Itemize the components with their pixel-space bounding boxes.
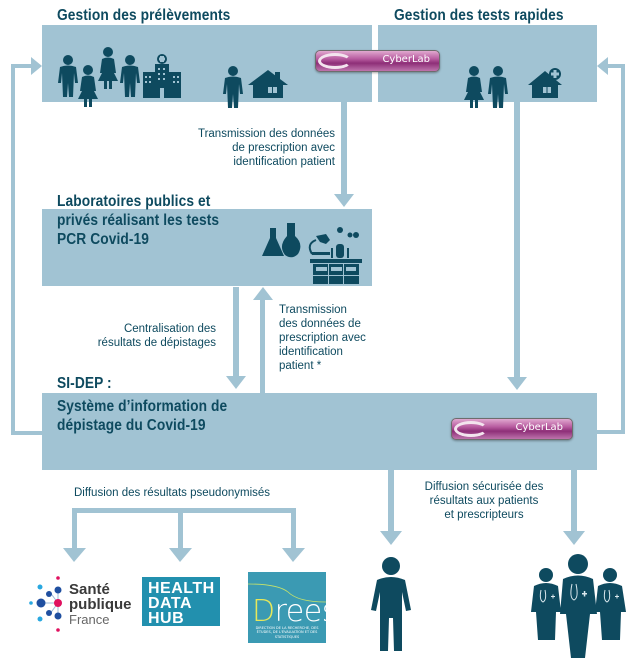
hospital-icon [143,54,181,98]
arrow-tests-rapides-to-sidep [507,102,527,390]
title-laboratoires-line: Laboratoires publics et [57,193,211,210]
cyberlab-label: CyberLab [515,422,563,433]
cyberlab-swoosh-icon [318,53,352,69]
spf-line1: Santé [69,581,110,598]
spf-line2: publique [69,596,132,613]
label-line: identification patient [233,156,335,168]
title-sidep-line: dépistage du Covid-19 [57,417,206,434]
arrow-sidep-to-tests-rapides [597,57,625,434]
hdh-line: HUB [148,610,185,627]
arrow-labo-to-sidep [226,287,246,389]
label-line: identification [279,346,343,358]
label-line: et prescripteurs [444,509,524,521]
arrow-diffusion-prescripteurs [563,470,585,545]
arrow-prelevements-to-labo [334,80,354,207]
label-line: patient * [279,360,322,372]
title-sidep-line: Système d’information de [57,398,228,415]
medical-house-icon [528,68,562,98]
label-line: résultats aux patients [429,495,539,507]
title-tests-rapides: Gestion des tests rapides [394,7,564,24]
cyberlab-swoosh-icon [454,421,488,437]
hdh-line: DATA [148,595,193,612]
person-man-icon [58,55,78,97]
label-line: prescription avec [279,332,366,344]
title-laboratoires-line: privés réalisant les tests [57,212,220,229]
label-line: Diffusion sécurisée des [424,481,544,493]
spf-line3: France [69,612,110,627]
title-prelevements: Gestion des prélèvements [57,7,231,24]
label-line: Transmission des données [197,128,335,140]
label-diffusion-pseudo: Diffusion des résultats pseudonymisés [74,487,271,499]
label-line: Centralisation des [123,323,216,335]
patient-icon [371,557,411,651]
cyberlab-label: CyberLab [382,54,430,65]
drees-curve-icon [248,583,326,603]
arrow-diffusion-patient [380,470,402,545]
drees-subtitle: DIRECTION DE LA RECHERCHE, DES ÉTUDES, D… [255,625,319,639]
label-line: Transmission [279,304,347,316]
cyberlab-badge-sidep: CyberLab [451,418,573,440]
label-line: résultats de dépistages [97,337,216,349]
hdh-line: HEALTH [148,580,215,597]
arrow-sidep-to-prelevements [11,57,42,435]
drees-logo: Drees DIRECTION DE LA RECHERCHE, DES ÉTU… [248,572,326,643]
sante-publique-france-logo-mark [29,576,62,632]
label-line: de prescription avec [232,142,335,154]
person-man-icon [120,55,140,97]
person-woman-icon [464,66,484,108]
house-icon [248,70,288,98]
arrow-sidep-to-labo [253,287,273,393]
health-data-hub-logo: HEALTH DATA HUB [142,577,220,627]
person-woman-icon [78,65,98,107]
arrow-diffusion-pseudo [63,508,305,562]
label-line: des données de [279,318,361,330]
title-sidep-line: SI-DEP : [57,375,112,392]
person-man-icon [223,66,243,108]
drees-wordmark: Drees [252,594,326,629]
person-man-icon [488,66,508,108]
lab-bench-icon [308,227,362,284]
title-laboratoires-line: PCR Covid-19 [57,231,150,248]
doctors-group-icon [531,554,626,658]
flasks-icon [262,223,301,258]
cyberlab-badge-prelevements: CyberLab [315,50,440,72]
person-woman-icon [98,47,118,89]
sante-publique-france-logo: Santé publique France [69,582,132,627]
